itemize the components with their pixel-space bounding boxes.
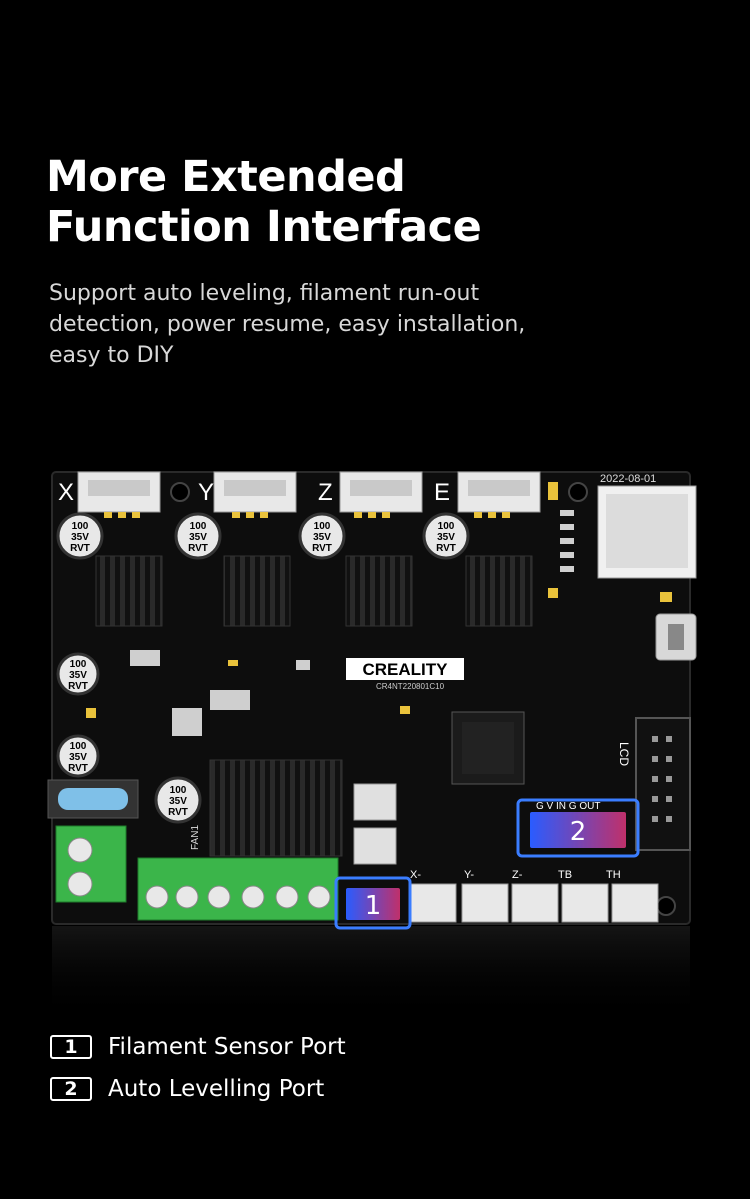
legend-number-badge: 1 bbox=[50, 1035, 92, 1059]
side-connector bbox=[353, 783, 397, 821]
description-line-2: detection, power resume, easy installati… bbox=[49, 312, 526, 337]
lcd-label: LCD bbox=[617, 742, 631, 766]
svg-text:100: 100 bbox=[170, 785, 187, 796]
callout-1-number: 1 bbox=[365, 891, 382, 921]
svg-text:RVT: RVT bbox=[168, 807, 188, 818]
mainboard-svg: 2022-08-01 X Y Z E 100 35V RVT 100 35V R… bbox=[47, 471, 697, 1020]
limit-label: Z- bbox=[512, 869, 523, 881]
main-heatsink bbox=[209, 759, 343, 857]
heatsink bbox=[465, 555, 533, 627]
legend-label: Filament Sensor Port bbox=[108, 1034, 346, 1060]
power-terminal bbox=[55, 825, 127, 903]
mount-hole bbox=[656, 896, 676, 916]
svg-text:RVT: RVT bbox=[312, 543, 332, 554]
callout-filament-sensor: 1 bbox=[334, 876, 412, 930]
heatsink bbox=[345, 555, 413, 627]
svg-text:100: 100 bbox=[72, 521, 89, 532]
svg-text:RVT: RVT bbox=[188, 543, 208, 554]
driver-heatsinks bbox=[95, 555, 533, 627]
port-legend: 1 Filament Sensor Port 2 Auto Levelling … bbox=[50, 1026, 346, 1110]
svg-text:100: 100 bbox=[438, 521, 455, 532]
endstop-connectors bbox=[409, 883, 659, 923]
mainboard-illustration: 2022-08-01 X Y Z E 100 35V RVT 100 35V R… bbox=[0, 460, 750, 1020]
board-code: CR4NT220801C10 bbox=[376, 682, 445, 691]
smd-components bbox=[86, 482, 672, 718]
svg-text:35V: 35V bbox=[437, 532, 455, 543]
capacitor: 100 35V RVT bbox=[174, 512, 222, 560]
legend-item: 2 Auto Levelling Port bbox=[50, 1068, 346, 1110]
svg-text:100: 100 bbox=[70, 741, 87, 752]
probe-pin-labels: G V IN G OUT bbox=[536, 801, 600, 812]
headline-line-2: Function Interface bbox=[46, 202, 482, 252]
output-terminals bbox=[137, 857, 339, 921]
capacitor: 100 35V RVT bbox=[422, 512, 470, 560]
side-connector bbox=[353, 827, 397, 865]
svg-text:RVT: RVT bbox=[68, 681, 88, 692]
stepper-connectors bbox=[77, 471, 541, 513]
limit-label: TH bbox=[606, 869, 621, 881]
svg-text:35V: 35V bbox=[189, 532, 207, 543]
limit-label: X- bbox=[410, 869, 421, 881]
capacitor: 100 35V RVT bbox=[56, 652, 100, 696]
lcd-header bbox=[635, 717, 691, 851]
heatsink bbox=[95, 555, 163, 627]
svg-text:RVT: RVT bbox=[436, 543, 456, 554]
resistors bbox=[130, 510, 574, 736]
svg-text:100: 100 bbox=[314, 521, 331, 532]
axis-label-e: E bbox=[434, 479, 450, 506]
board-date: 2022-08-01 bbox=[600, 473, 656, 485]
svg-text:35V: 35V bbox=[169, 796, 187, 807]
headline-line-1: More Extended bbox=[46, 152, 406, 202]
capacitor: 100 35V RVT bbox=[56, 734, 100, 778]
fan-label: FAN1 bbox=[190, 825, 201, 850]
brand-badge bbox=[346, 658, 464, 680]
callout-auto-levelling: G V IN G OUT 2 bbox=[516, 798, 640, 858]
legend-label: Auto Levelling Port bbox=[108, 1076, 325, 1102]
heatsink bbox=[223, 555, 291, 627]
svg-text:RVT: RVT bbox=[68, 763, 88, 774]
svg-text:RVT: RVT bbox=[70, 543, 90, 554]
svg-text:100: 100 bbox=[190, 521, 207, 532]
limit-label: TB bbox=[558, 869, 572, 881]
capacitor: 100 35V RVT bbox=[298, 512, 346, 560]
feature-description: Support auto leveling, filament run-out … bbox=[49, 278, 609, 371]
legend-number-badge: 2 bbox=[50, 1077, 92, 1101]
svg-text:35V: 35V bbox=[69, 752, 87, 763]
axis-label-y: Y bbox=[198, 479, 214, 506]
mount-hole bbox=[568, 482, 588, 502]
axis-label-z: Z bbox=[318, 479, 333, 506]
svg-text:35V: 35V bbox=[71, 532, 89, 543]
svg-text:35V: 35V bbox=[69, 670, 87, 681]
description-line-1: Support auto leveling, filament run-out bbox=[49, 281, 480, 306]
axis-labels: X Y Z E bbox=[58, 479, 450, 506]
axis-label-x: X bbox=[58, 479, 74, 506]
capacitor: 100 35V RVT bbox=[56, 512, 104, 560]
description-line-3: easy to DIY bbox=[49, 343, 174, 368]
brand-name: CREALITY bbox=[363, 660, 449, 679]
headline: More Extended Function Interface bbox=[46, 152, 482, 252]
capacitor: 100 35V RVT bbox=[154, 776, 202, 824]
limit-label: Y- bbox=[464, 869, 474, 881]
legend-item: 1 Filament Sensor Port bbox=[50, 1026, 346, 1068]
board-reflection bbox=[52, 926, 690, 1020]
svg-text:100: 100 bbox=[70, 659, 87, 670]
mount-hole bbox=[170, 482, 190, 502]
callout-2-number: 2 bbox=[570, 817, 587, 847]
endstop-labels: X- Y- Z- TB TH bbox=[410, 869, 621, 881]
svg-text:35V: 35V bbox=[313, 532, 331, 543]
capacitors: 100 35V RVT 100 35V RVT 100 35V RVT 100 … bbox=[56, 512, 470, 824]
